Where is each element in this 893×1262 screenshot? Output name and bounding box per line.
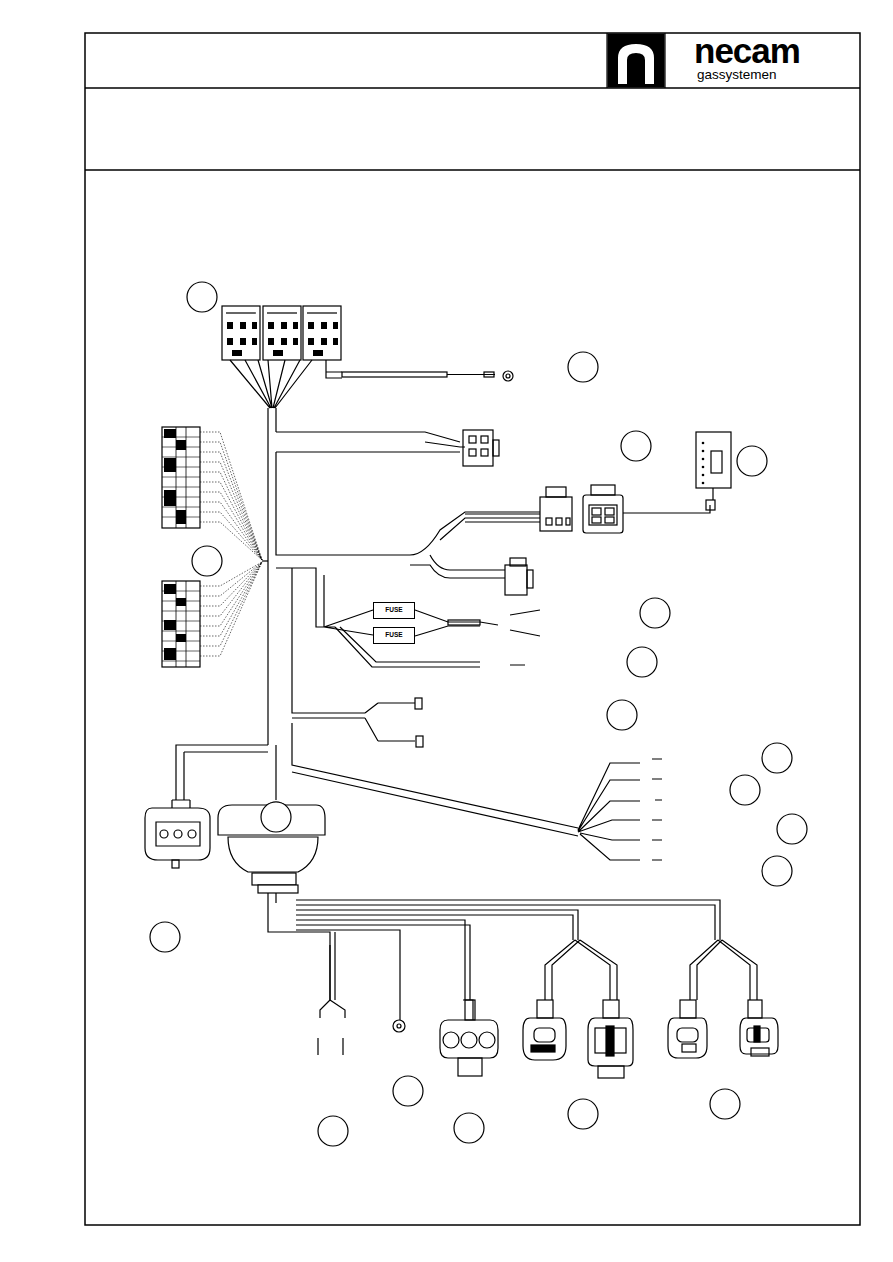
brand-subtitle: gassystemen: [697, 68, 777, 82]
fuse-label: FUSE: [385, 607, 402, 614]
fuse-holder: FUSE: [373, 627, 415, 644]
brand-name: necam: [694, 33, 800, 68]
fuse-label: FUSE: [385, 632, 402, 639]
fuse-holder: FUSE: [373, 602, 415, 619]
